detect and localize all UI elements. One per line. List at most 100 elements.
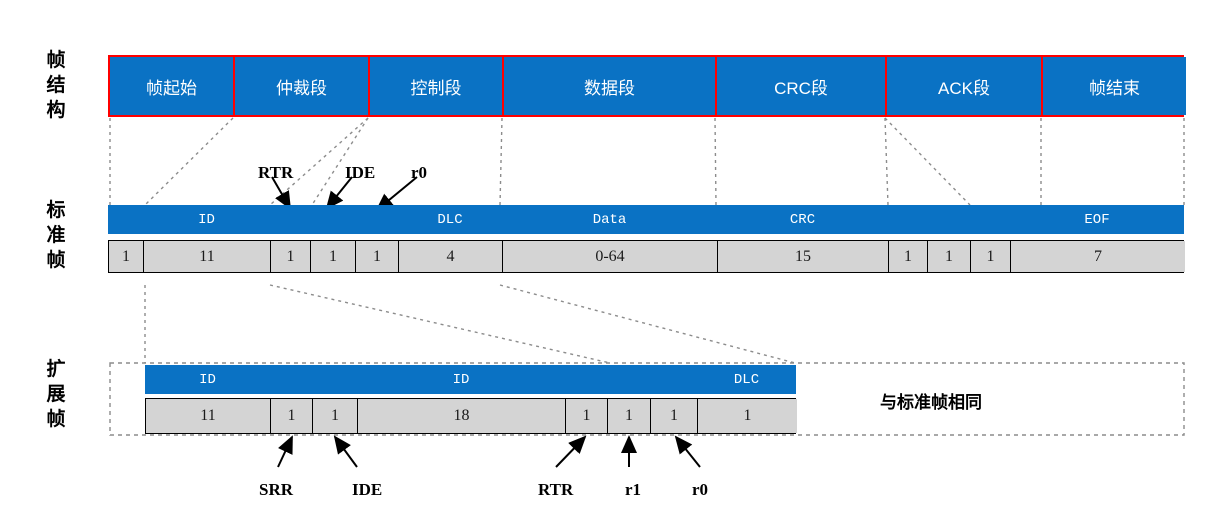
extended-bits-text: 1: [743, 407, 752, 424]
standard-bits-text: 11: [199, 247, 215, 265]
standard-bits-text: 1: [286, 247, 295, 265]
frame-structure-segment-帧起始[interactable]: 帧起始: [110, 57, 235, 115]
extended-bits-text: 1: [287, 407, 296, 424]
extended-bits-text: 1: [670, 407, 678, 424]
standard-bits-4[interactable]: 4: [399, 241, 503, 272]
standard-field-slot0[interactable]: [108, 205, 143, 234]
standard-field-slot4[interactable]: [355, 205, 398, 234]
extended-bits-1[interactable]: 1: [313, 399, 358, 433]
standard-bits-0-64[interactable]: 0-64: [503, 241, 718, 272]
extended-annotation-r0: r0: [692, 480, 709, 499]
extended-bits-1[interactable]: 1: [608, 399, 651, 433]
frame-structure-segment-text: 仲裁段: [276, 78, 327, 98]
frame-structure-segment-text: 帧结束: [1089, 78, 1140, 98]
extended-field-DLC[interactable]: DLC: [697, 365, 796, 394]
standard-field-text: CRC: [789, 211, 816, 228]
standard-field-Data[interactable]: Data: [502, 205, 717, 234]
extended-bits-text: 1: [625, 407, 633, 424]
same-as-standard-note: 与标准帧相同: [880, 393, 982, 412]
standard-bits-1[interactable]: 1: [109, 241, 144, 272]
standard-bits-1[interactable]: 1: [928, 241, 971, 272]
row-label-frame-structure: 帧 结 构: [36, 48, 76, 123]
frame-structure-segment-text: CRC段: [774, 78, 828, 98]
extended-field-ID[interactable]: ID: [145, 365, 270, 394]
frame-structure-segment-帧结束[interactable]: 帧结束: [1043, 57, 1186, 115]
row-label-char: 标: [46, 200, 66, 221]
extended-field-slot1[interactable]: [270, 365, 312, 394]
extended-field-slot5[interactable]: [607, 365, 650, 394]
standard-field-text: ID: [198, 211, 215, 228]
standard-bits-7[interactable]: 7: [1011, 241, 1185, 272]
standard-annotation-r0: r0: [411, 163, 428, 182]
standard-field-slot8[interactable]: [888, 205, 927, 234]
standard-field-text: EOF: [1084, 211, 1110, 228]
extended-field-text: ID: [199, 371, 216, 388]
frame-structure-band: 帧起始 仲裁段 控制段 数据段 CRC段 ACK段 帧结束: [108, 55, 1186, 117]
standard-bits-text: 1: [986, 247, 995, 265]
standard-bits-text: 7: [1094, 247, 1102, 265]
standard-bits-1[interactable]: 1: [971, 241, 1011, 272]
standard-bits-text: 1: [945, 247, 953, 265]
standard-bits-1[interactable]: 1: [271, 241, 311, 272]
extended-annotation-ide: IDE: [352, 480, 383, 499]
extended-bits-text: 18: [453, 407, 470, 424]
extended-bits-text: 11: [200, 407, 216, 424]
standard-bits-text: 1: [904, 247, 912, 265]
extended-field-slot6[interactable]: [650, 365, 697, 394]
frame-structure-segment-控制段[interactable]: 控制段: [370, 57, 504, 115]
row-label-char: 帧: [46, 50, 66, 71]
standard-bits-text: 15: [795, 247, 811, 265]
row-label-char: 展: [46, 384, 66, 405]
standard-field-EOF[interactable]: EOF: [1010, 205, 1184, 234]
standard-bits-text: 4: [446, 247, 455, 265]
extended-field-ID[interactable]: ID: [357, 365, 565, 394]
extended-field-slot2[interactable]: [312, 365, 357, 394]
extended-bits-1[interactable]: 1: [698, 399, 797, 433]
frame-structure-segment-text: 控制段: [410, 78, 462, 98]
standard-bits-text: 0-64: [595, 247, 625, 265]
standard-bits-text: 1: [122, 247, 130, 265]
standard-field-slot3[interactable]: [310, 205, 355, 234]
extended-field-text: DLC: [733, 371, 760, 388]
extended-annotation-r1: r1: [625, 480, 642, 499]
extended-annotation-rtr: RTR: [538, 480, 574, 499]
standard-annotation-rtr: RTR: [258, 163, 294, 182]
frame-structure-segment-text: ACK段: [938, 78, 990, 98]
row-label-char: 帧: [46, 409, 66, 430]
extended-frame-name-band: ID ID DLC: [145, 365, 796, 394]
frame-structure-segment-CRC段[interactable]: CRC段: [717, 57, 887, 115]
frame-structure-segment-数据段[interactable]: 数据段: [504, 57, 717, 115]
standard-field-slot10[interactable]: [970, 205, 1010, 234]
standard-field-slot2[interactable]: [270, 205, 310, 234]
standard-field-CRC[interactable]: CRC: [717, 205, 888, 234]
standard-field-ID[interactable]: ID: [143, 205, 270, 234]
extended-field-slot4[interactable]: [565, 365, 607, 394]
row-label-standard-frame: 标 准 帧: [36, 198, 76, 273]
standard-field-text: Data: [592, 211, 627, 228]
extended-bits-text: 1: [331, 407, 339, 424]
row-label-char: 构: [46, 100, 66, 121]
frame-structure-segment-text: 数据段: [584, 78, 635, 98]
standard-bits-15[interactable]: 15: [718, 241, 889, 272]
standard-field-slot9[interactable]: [927, 205, 970, 234]
extended-bits-11[interactable]: 11: [146, 399, 271, 433]
extended-bits-1[interactable]: 1: [651, 399, 698, 433]
standard-bits-1[interactable]: 1: [356, 241, 399, 272]
standard-bits-1[interactable]: 1: [889, 241, 928, 272]
row-label-char: 结: [46, 75, 66, 96]
frame-structure-segment-text: 帧起始: [146, 78, 197, 98]
extended-bits-18[interactable]: 18: [358, 399, 566, 433]
frame-structure-segment-仲裁段[interactable]: 仲裁段: [235, 57, 370, 115]
frame-structure-segment-ACK段[interactable]: ACK段: [887, 57, 1043, 115]
standard-field-DLC[interactable]: DLC: [398, 205, 502, 234]
standard-bits-11[interactable]: 11: [144, 241, 271, 272]
row-label-extended-frame: 扩 展 帧: [36, 357, 76, 432]
standard-frame-name-band: ID DLC Data CRC EOF: [108, 205, 1184, 234]
standard-bits-1[interactable]: 1: [311, 241, 356, 272]
standard-field-text: DLC: [437, 211, 463, 228]
extended-bits-1[interactable]: 1: [271, 399, 313, 433]
extended-bits-1[interactable]: 1: [566, 399, 608, 433]
